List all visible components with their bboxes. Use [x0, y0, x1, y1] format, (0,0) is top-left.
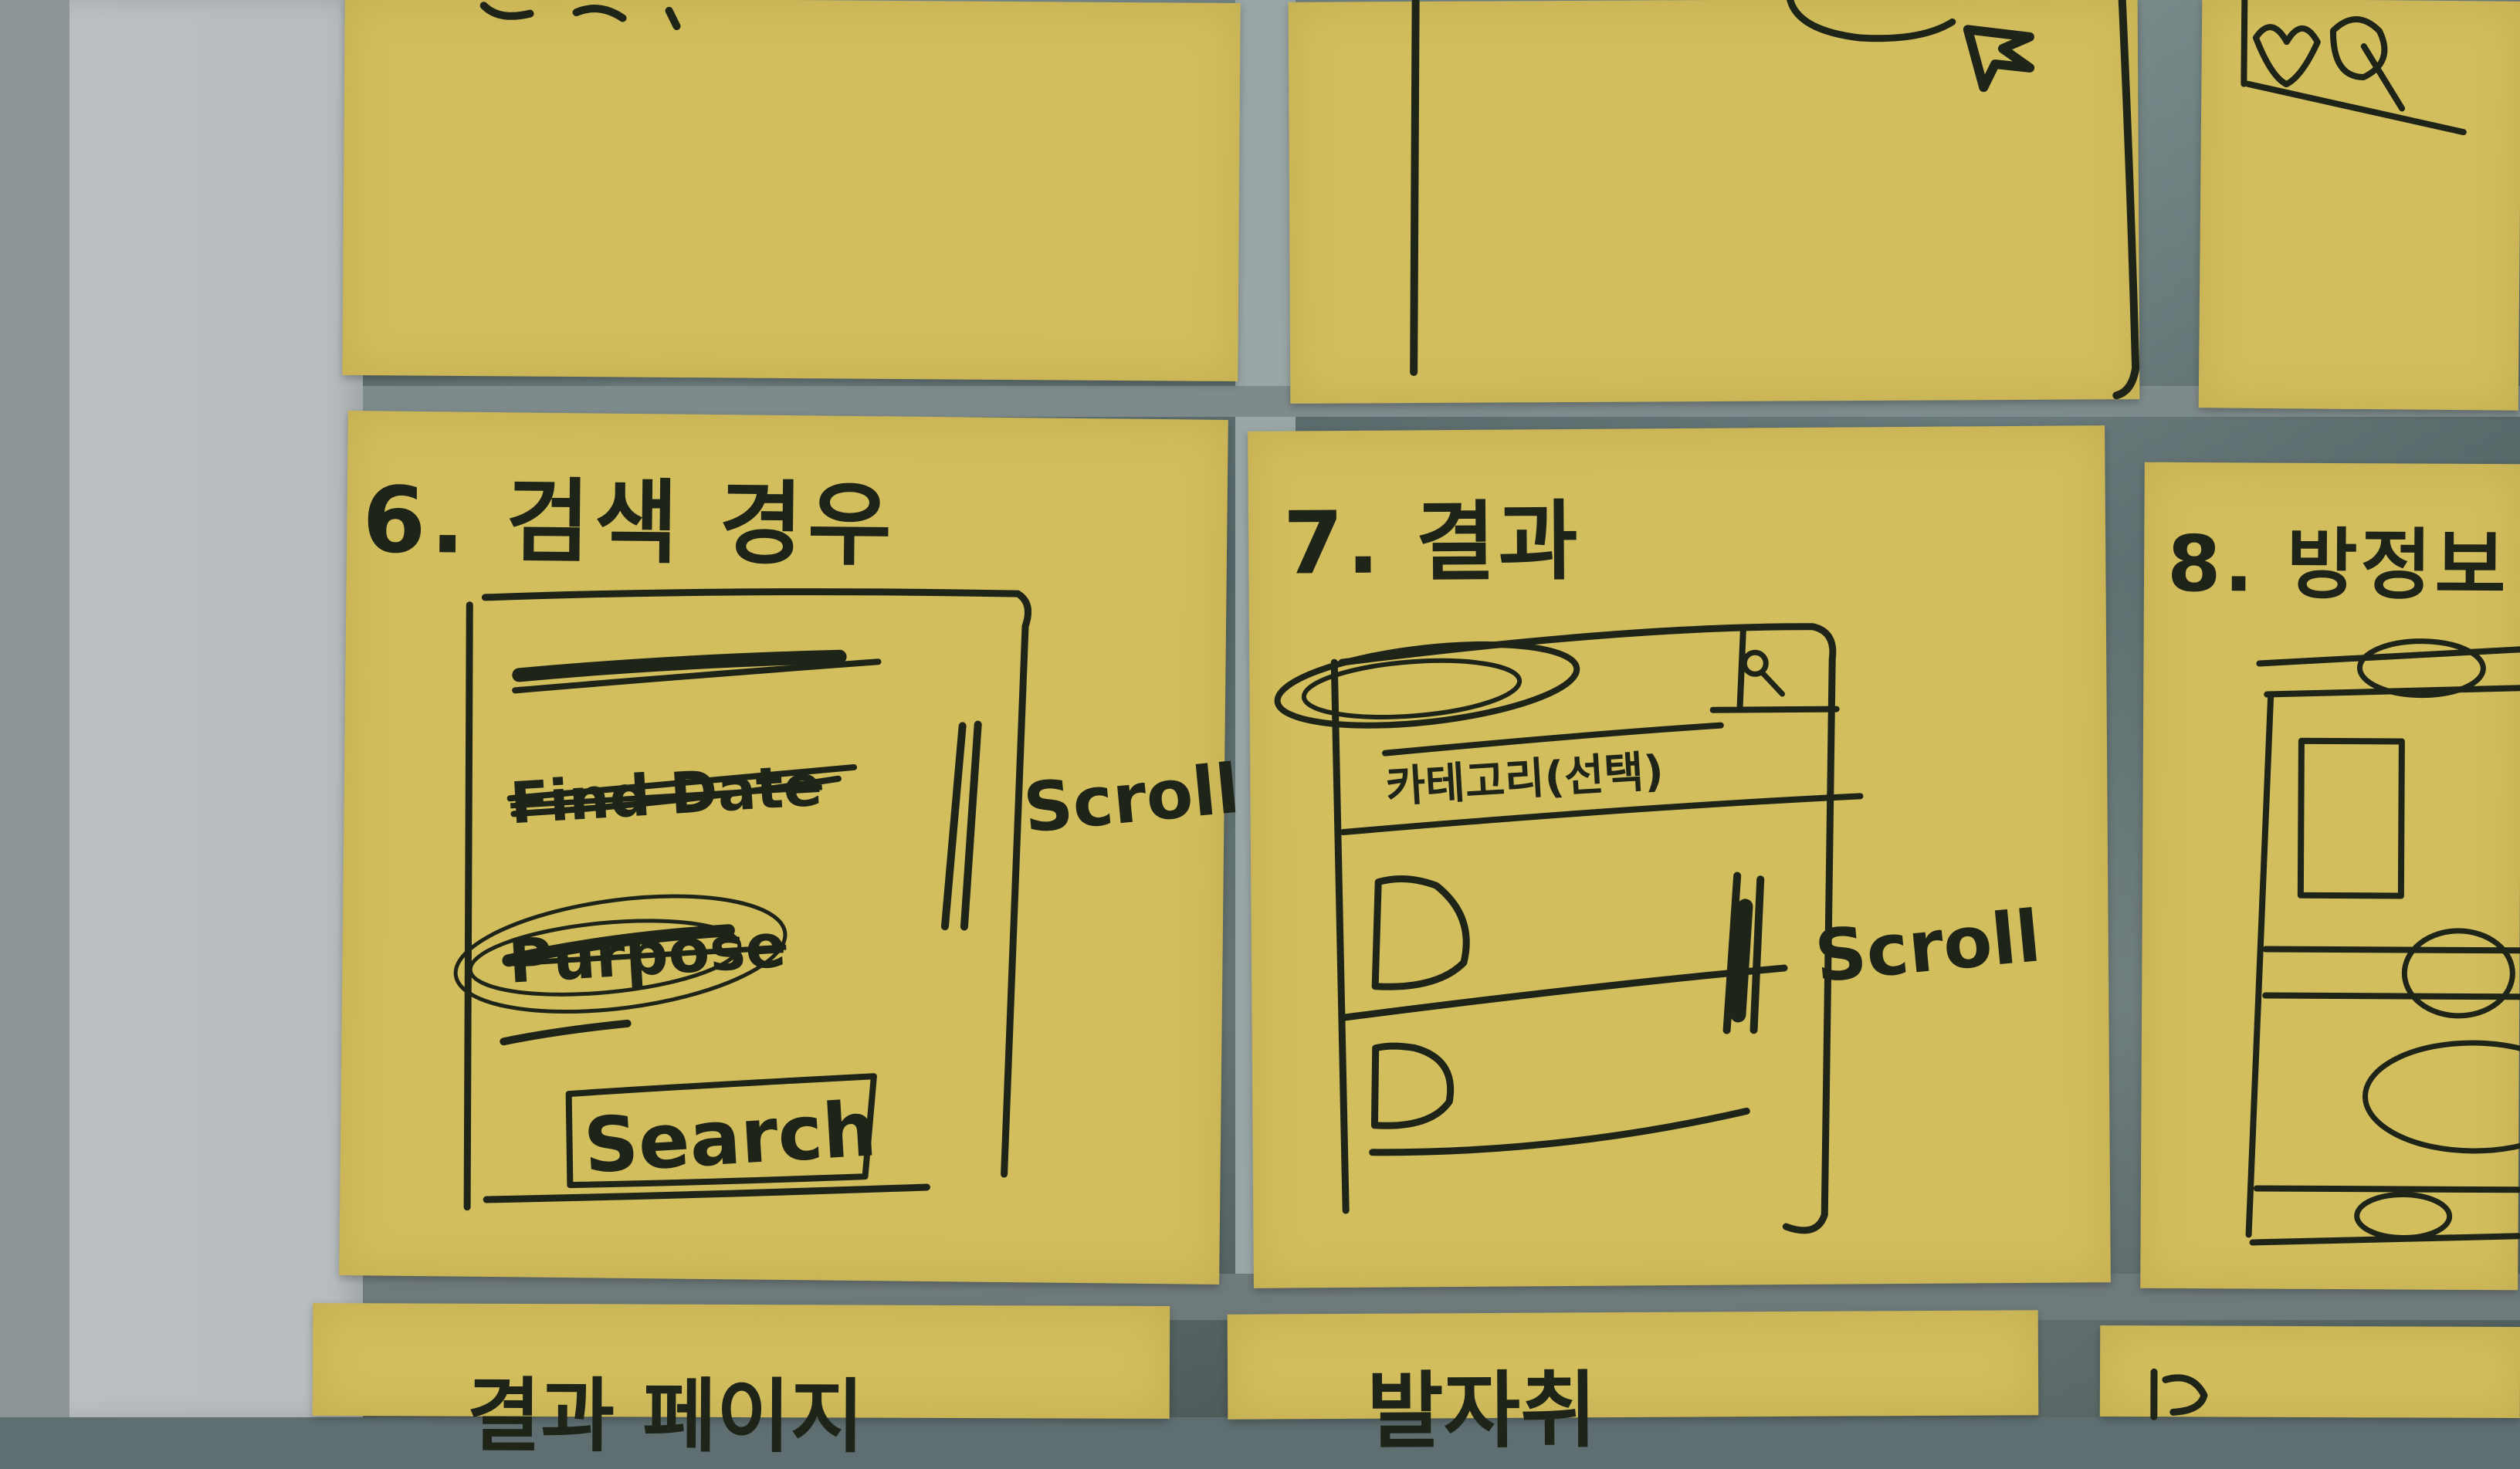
bottom-left-note-title: 결과 페이지: [466, 1368, 865, 1464]
note-6-title: 6. 검색 경우: [361, 466, 897, 579]
note-7-title: 7. 결과: [1282, 491, 1582, 594]
sticky-note-bottom-left: 결과 페이지: [312, 1303, 1170, 1464]
sticky-note-7-results: 7. 결과 카테고리(선택) Scroll D D: [1248, 425, 2111, 1288]
sticky-note-top-left: [342, 0, 1241, 382]
sticky-note-bottom-right: [2099, 1325, 2520, 1420]
bottom-middle-note-title: 발자취: [1366, 1362, 1597, 1461]
note-6-search-button-label: Search: [581, 1085, 879, 1191]
sticky-note-bottom-middle: 발자취: [1227, 1310, 2039, 1461]
note-8-title: 8. 방정보: [2166, 518, 2509, 611]
window-edge-shadow: [0, 0, 69, 1417]
sticky-note-8-room-info: 8. 방정보: [2140, 462, 2520, 1291]
sticky-note-top-middle: [1288, 0, 2140, 404]
sticky-note-6-search: 6. 검색 경우 Purpose Find Date Search Scroll: [339, 411, 1243, 1285]
sticky-note-top-right: [2198, 0, 2520, 411]
